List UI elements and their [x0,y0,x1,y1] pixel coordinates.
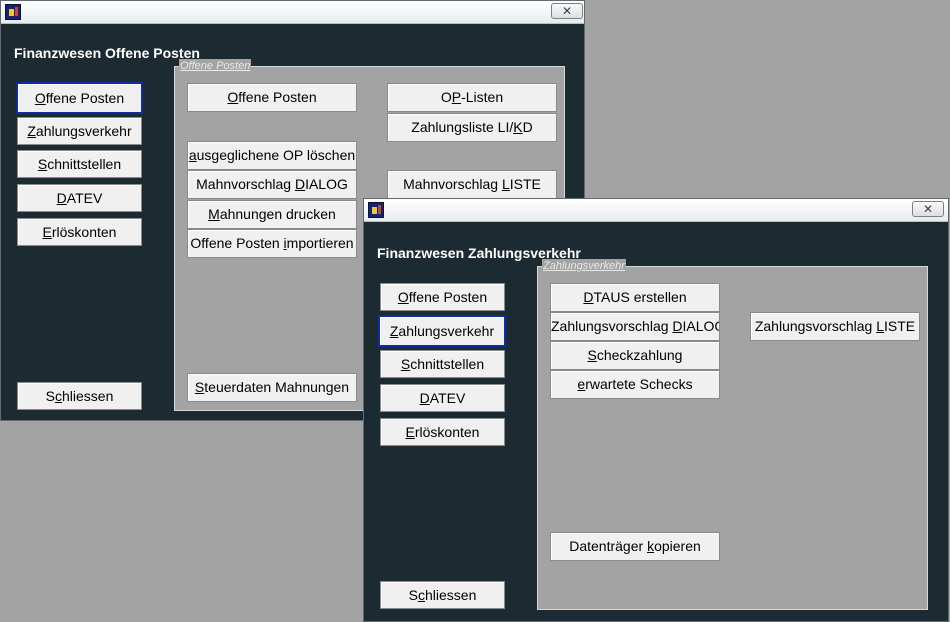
window-zahlungsverkehr: ✕ Finanzwesen Zahlungsverkehr Offene Pos… [363,198,949,622]
close-icon: ✕ [561,4,573,18]
app-icon [368,202,384,218]
panel-caption: Offene Posten [179,59,252,73]
dtaus-erstellen-button[interactable]: DTAUS erstellen [550,283,720,312]
mahnvorschlag-dialog-button[interactable]: Mahnvorschlag DIALOG [187,170,357,199]
close-button[interactable]: ✕ [912,201,944,217]
nav-datev-button[interactable]: DATEV [380,384,505,412]
zahlungsverkehr-panel: Zahlungsverkehr DTAUS erstellen Zahlungs… [537,259,928,610]
schliessen-button[interactable]: Schliessen [17,382,142,410]
nav-schnittstellen-button[interactable]: Schnittstellen [17,150,142,178]
steuerdaten-mahnungen-button[interactable]: Steuerdaten Mahnungen [187,373,357,402]
nav-schnittstellen-button[interactable]: Schnittstellen [380,350,505,378]
nav-erloeskonten-button[interactable]: Erlöskonten [380,418,505,446]
offene-posten-button[interactable]: Offene Posten [187,83,357,112]
panel-caption: Zahlungsverkehr [542,259,626,273]
nav-erloeskonten-button[interactable]: Erlöskonten [17,218,142,246]
close-button[interactable]: ✕ [551,3,583,19]
datentraeger-kopieren-button[interactable]: Datenträger kopieren [550,532,720,561]
titlebar[interactable]: ✕ [364,199,948,222]
app-icon [5,4,21,20]
op-listen-button[interactable]: OP-Listen [387,83,557,112]
titlebar[interactable]: ✕ [1,1,584,24]
op-importieren-button[interactable]: Offene Posten importieren [187,229,357,258]
mahnvorschlag-liste-button[interactable]: Mahnvorschlag LISTE [387,170,557,199]
nav-datev-button[interactable]: DATEV [17,184,142,212]
mahnungen-drucken-button[interactable]: Mahnungen drucken [187,200,357,229]
ausgeglichene-op-loeschen-button[interactable]: ausgeglichene OP löschen [187,141,357,170]
nav-zahlungsverkehr-button[interactable]: Zahlungsverkehr [17,117,142,145]
schliessen-button[interactable]: Schliessen [380,581,505,609]
window-heading: Finanzwesen Zahlungsverkehr [377,245,581,261]
close-icon: ✕ [922,202,934,216]
zahlungsvorschlag-dialog-button[interactable]: Zahlungsvorschlag DIALOG [550,312,720,341]
nav-offene-posten-button[interactable]: Offene Posten [380,283,505,311]
erwartete-schecks-button[interactable]: erwartete Schecks [550,370,720,399]
window-heading: Finanzwesen Offene Posten [14,45,200,61]
nav-offene-posten-button[interactable]: Offene Posten [16,82,143,114]
zahlungsliste-button[interactable]: Zahlungsliste LI/KD [387,113,557,142]
scheckzahlung-button[interactable]: Scheckzahlung [550,341,720,370]
zahlungsvorschlag-liste-button[interactable]: Zahlungsvorschlag LISTE [750,312,920,341]
nav-zahlungsverkehr-button[interactable]: Zahlungsverkehr [378,315,506,347]
